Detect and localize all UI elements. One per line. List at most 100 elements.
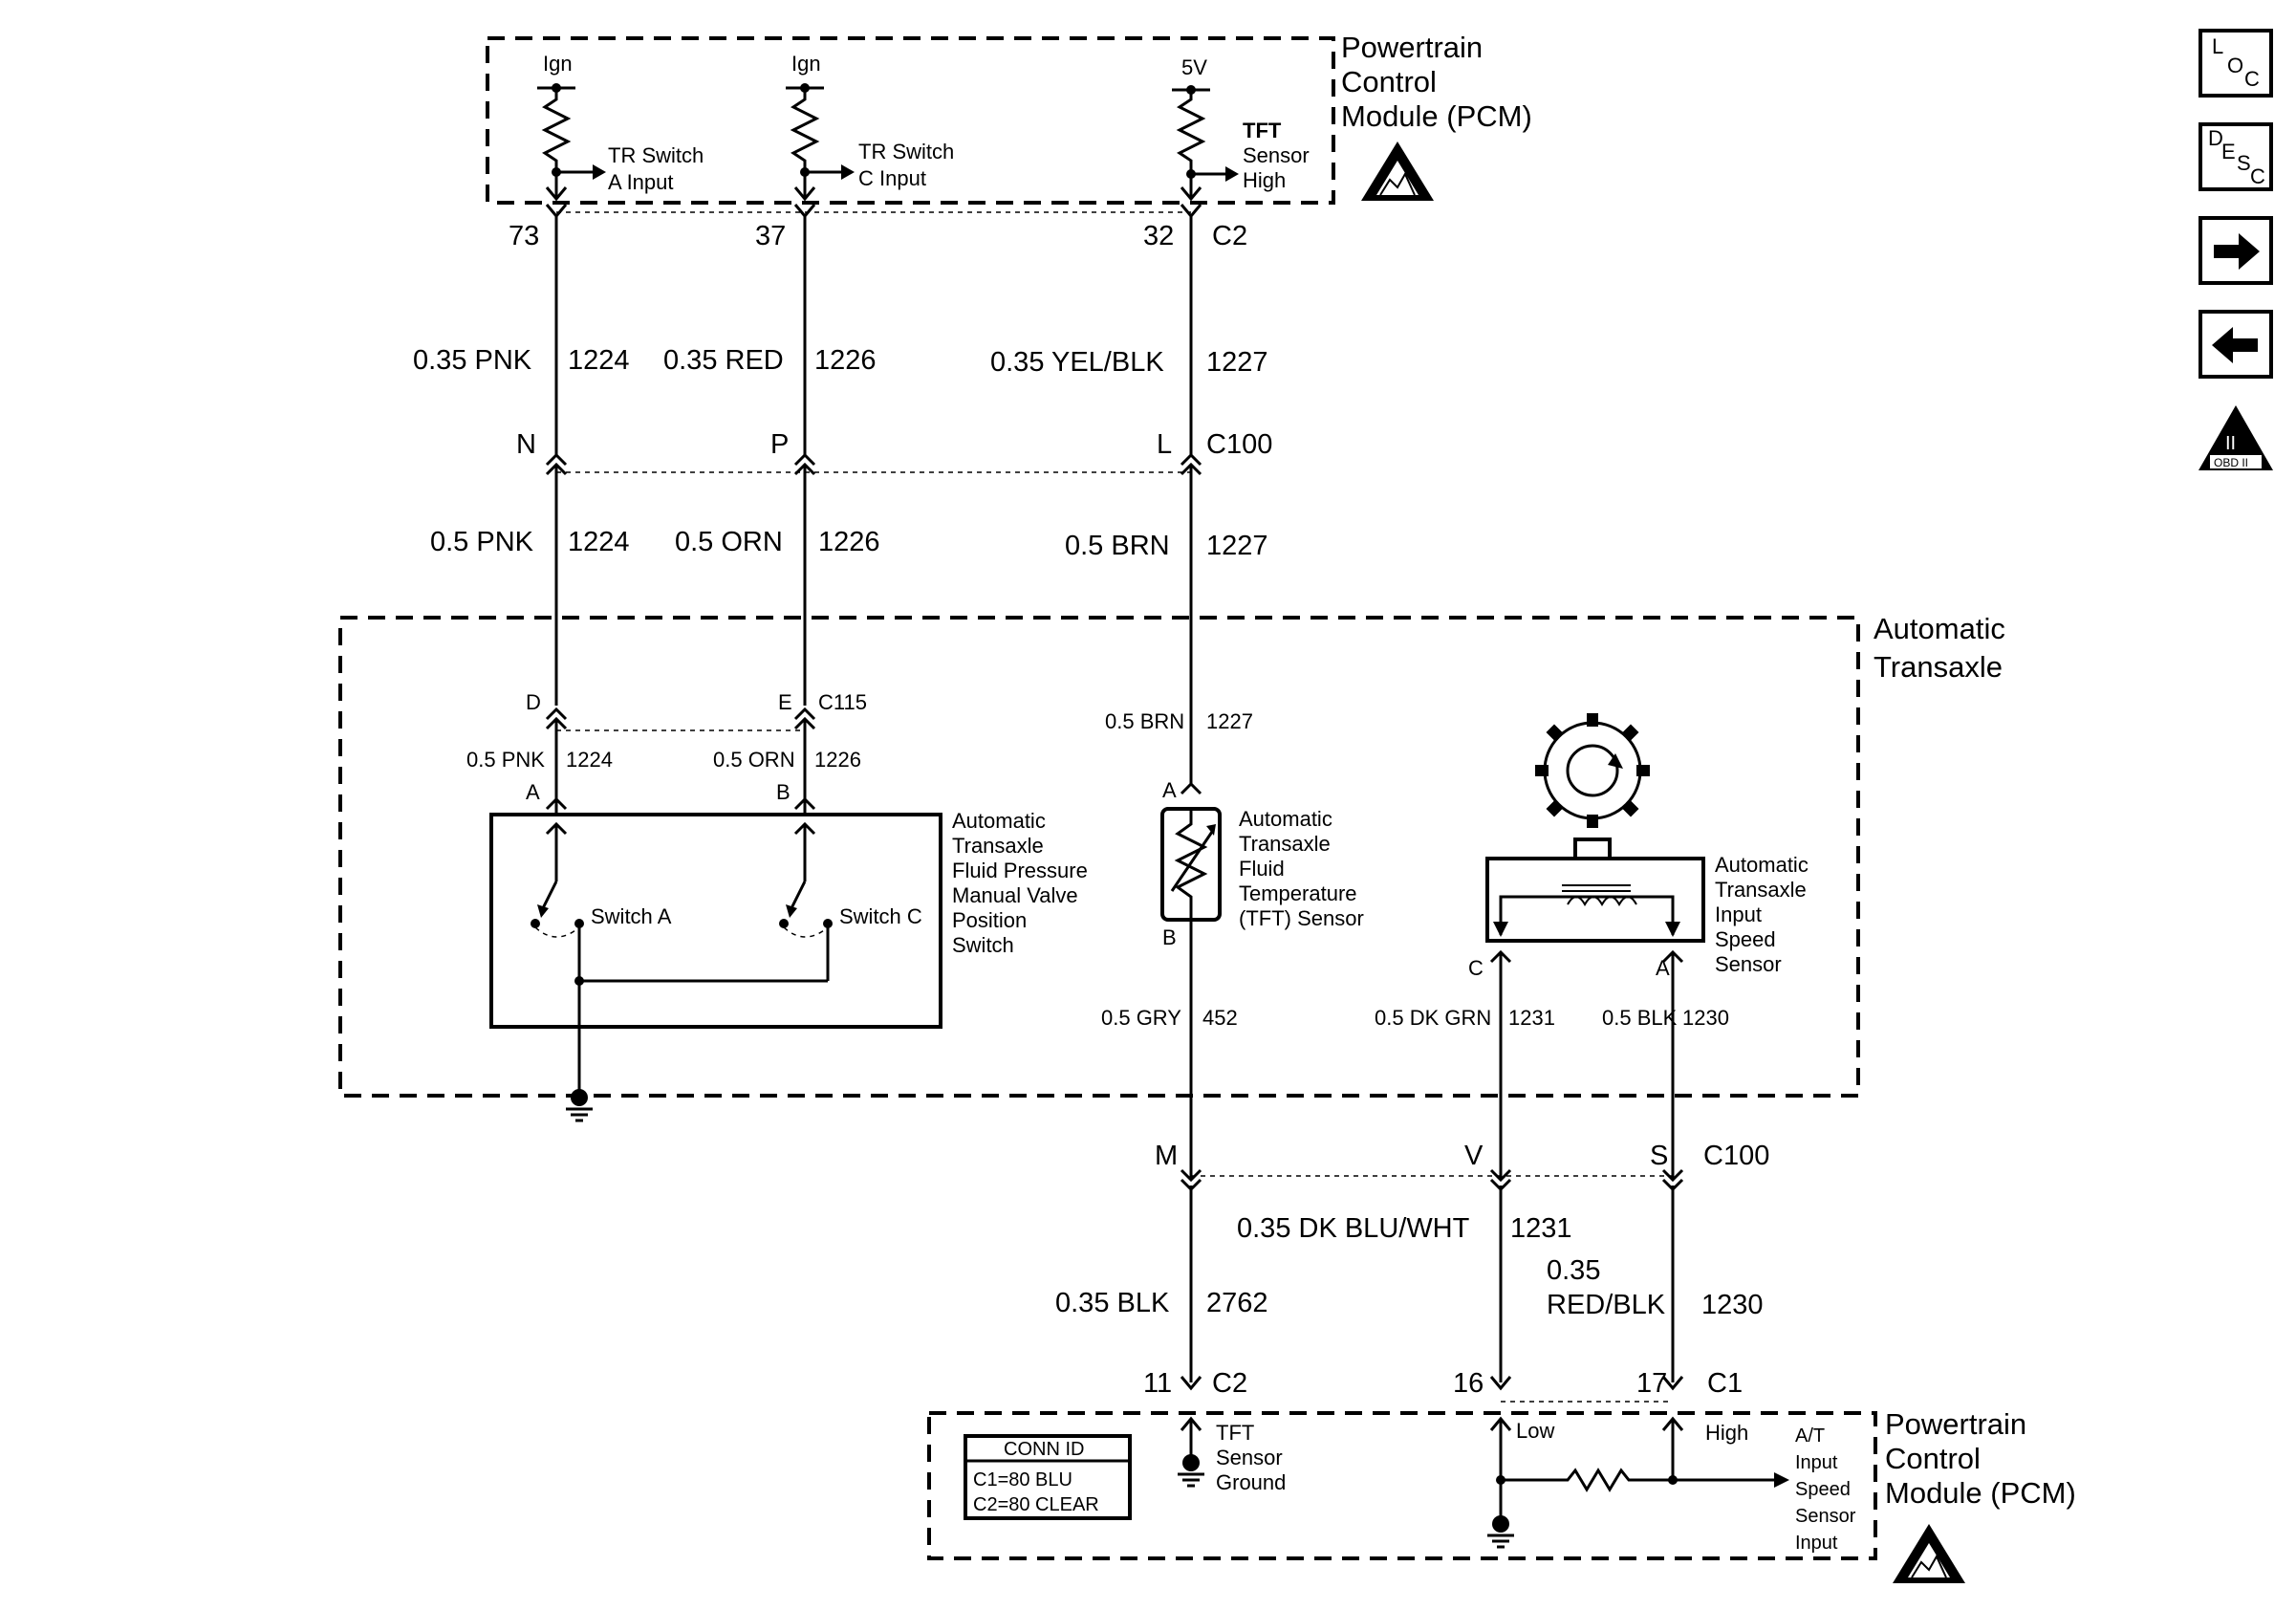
tr-switch-a-label-2: A Input <box>608 170 674 194</box>
desc-d: D <box>2208 126 2223 150</box>
bottom-pcm-module: Powertrain Control Module (PCM) CONN ID … <box>927 1407 2076 1583</box>
connector-c115: D E C115 <box>526 690 867 731</box>
wire-a-circuit-upper: 1224 <box>568 345 630 376</box>
connector-c2-bottom: C2 <box>1212 1368 1247 1399</box>
wire-dkblu-color: 0.35 DK BLU/WHT <box>1237 1213 1470 1244</box>
wire-tft-color-mid: 0.5 BRN <box>1065 531 1170 561</box>
wire-tft-circuit-upper: 1227 <box>1206 347 1268 378</box>
wire-gry-color: 0.5 GRY <box>1101 1006 1181 1030</box>
wire-blk-lower-color: 0.35 BLK <box>1055 1288 1170 1318</box>
wire-blk-circuit: 1230 <box>1682 1006 1729 1030</box>
lower-wires: 0.35 DK BLU/WHT 1231 0.35 RED/BLK 1230 0… <box>1055 1186 1764 1382</box>
switch-label-5: Position <box>952 908 1027 932</box>
connector-c1-bottom: C1 <box>1707 1368 1743 1399</box>
switch-a-label: Switch A <box>591 904 672 928</box>
tft-sensor-high-pullup: 5V TFT Sensor High <box>1172 55 1310 202</box>
pin-17: 17 <box>1636 1368 1667 1399</box>
automatic-transaxle: Automatic Transaxle D E C115 0.5 PNK 122… <box>338 612 2005 1178</box>
wire-gry-circuit: 452 <box>1202 1006 1238 1030</box>
high-label: High <box>1705 1421 1748 1445</box>
iss-input-label-1: A/T <box>1795 1425 1825 1447</box>
tft-high-label-2: Sensor <box>1243 143 1310 167</box>
tft-label-4: Temperature <box>1239 881 1357 905</box>
pin-11: 11 <box>1143 1368 1172 1399</box>
pin-n: N <box>516 429 536 460</box>
iss-pin-a: A <box>1656 956 1670 980</box>
tft-label-3: Fluid <box>1239 857 1285 881</box>
tr-switch-c-pullup: Ign TR Switch C Input <box>786 52 954 202</box>
switch-ground-icon <box>566 981 593 1122</box>
transaxle-boundary <box>338 616 1860 1098</box>
tft-ground-label-3: Ground <box>1216 1470 1286 1494</box>
tft-pin-b: B <box>1162 925 1177 949</box>
connector-c100-top-label: C100 <box>1206 429 1272 460</box>
desc-c: C <box>2250 164 2265 188</box>
wire-a-circuit-c115: 1224 <box>566 748 613 772</box>
pin-37: 37 <box>755 221 786 251</box>
upper-wires: 0.35 PNK 1224 0.35 RED 1226 0.35 YEL/BLK… <box>413 216 1268 457</box>
iss-label-1: Automatic <box>1715 853 1809 877</box>
wire-a-color-mid: 0.5 PNK <box>430 527 534 557</box>
wire-dkgrn-circuit: 1231 <box>1508 1006 1555 1030</box>
wire-c-color-c115: 0.5 ORN <box>713 748 795 772</box>
tft-thermistor-icon <box>1160 807 1222 922</box>
middle-wires: 0.5 PNK 1224 0.5 ORN 1226 0.5 BRN 1227 <box>430 465 1268 784</box>
loc-l: L <box>2212 34 2223 58</box>
conn-id-title: CONN ID <box>1004 1439 1084 1460</box>
wire-tft-circuit-mid: 1227 <box>1206 531 1268 561</box>
transaxle-title-2: Transaxle <box>1874 650 2003 684</box>
nav-back-button[interactable] <box>2199 310 2273 379</box>
wire-tft-circuit-inner: 1227 <box>1206 709 1253 733</box>
bottom-pcm-title-2: Control <box>1885 1442 1981 1475</box>
iss-label-4: Speed <box>1715 927 1776 951</box>
switch-pin-b: B <box>776 780 791 804</box>
nav-next-button[interactable] <box>2199 216 2273 285</box>
fluid-pressure-switch: Switch A Switch C <box>489 813 942 1029</box>
top-pcm-title-1: Powertrain <box>1341 31 1483 64</box>
desc-s: S <box>2237 151 2251 175</box>
wire-a-color-upper: 0.35 PNK <box>413 345 532 376</box>
switch-label-6: Switch <box>952 933 1014 957</box>
tr-switch-a-label-1: TR Switch <box>608 143 704 167</box>
obd-text: OBD II <box>2214 456 2248 469</box>
wire-tft-color-upper: 0.35 YEL/BLK <box>990 347 1164 378</box>
iss-input-label-5: Input <box>1795 1533 1838 1554</box>
iss-label-3: Input <box>1715 903 1762 926</box>
nav-loc-button[interactable]: L O C <box>2199 29 2273 98</box>
wire-tft-color-inner: 0.5 BRN <box>1105 709 1184 733</box>
conn-id-c1: C1=80 BLU <box>973 1469 1072 1490</box>
switch-label-3: Fluid Pressure <box>952 859 1088 882</box>
tft-ground-label-2: Sensor <box>1216 1446 1283 1469</box>
connector-c100-bottom-label: C100 <box>1703 1141 1769 1171</box>
wire-redblk-line2: RED/BLK <box>1547 1290 1666 1320</box>
loc-c: C <box>2244 67 2260 91</box>
pin-e: E <box>778 690 792 714</box>
tft-label-5: (TFT) Sensor <box>1239 906 1364 930</box>
obd-ii-icon: II OBD II <box>2199 405 2273 470</box>
iss-input-circuit <box>1487 1416 1789 1549</box>
pin-v: V <box>1464 1141 1484 1171</box>
top-connector-c2: 73 37 32 C2 <box>509 204 1247 251</box>
tr-switch-c-label-2: C Input <box>858 166 926 190</box>
wire-c-color-mid: 0.5 ORN <box>675 527 783 557</box>
top-pcm-title-3: Module (PCM) <box>1341 99 1532 133</box>
wire-blk-color: 0.5 BLK <box>1602 1006 1678 1030</box>
switch-label-1: Automatic <box>952 809 1046 833</box>
tft-high-label-1: TFT <box>1243 119 1282 142</box>
nav-obd-button[interactable]: II OBD II <box>2199 405 2273 470</box>
wire-c-circuit-c115: 1226 <box>814 748 861 772</box>
top-pcm-boundary <box>486 36 1335 205</box>
nav-desc-button[interactable]: D E S C <box>2199 122 2273 191</box>
bottom-connector-pins: 11 C2 16 17 C1 <box>1143 1368 1743 1403</box>
ign-c-label: Ign <box>791 52 821 76</box>
tft-high-label-3: High <box>1243 168 1286 192</box>
loc-o: O <box>2227 54 2243 77</box>
tft-pin-a: A <box>1162 778 1177 802</box>
iss-input-label-4: Sensor <box>1795 1506 1856 1527</box>
bottom-pcm-title-3: Module (PCM) <box>1885 1476 2076 1510</box>
tft-ground-label-1: TFT <box>1216 1421 1254 1445</box>
ign-a-label: Ign <box>543 52 573 76</box>
wire-blk-lower-circuit: 2762 <box>1206 1288 1268 1318</box>
desc-e: E <box>2221 140 2236 163</box>
